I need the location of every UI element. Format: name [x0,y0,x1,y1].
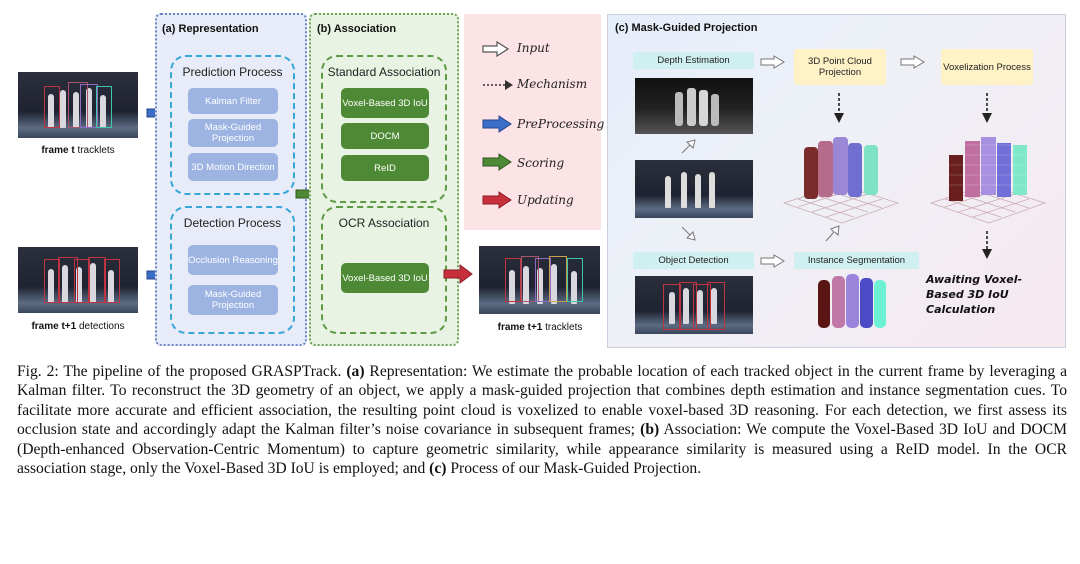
legend-input: Input [517,41,550,55]
standard-association-title: Standard Association [327,65,441,79]
depth-estimation-box: Depth Estimation [633,52,754,69]
representation-panel: (a) Representation Prediction Process Ka… [155,13,307,346]
input-arrow-icon [825,225,840,242]
detection-process-box: Detection Process Occlusion Reasoning Ma… [170,206,295,334]
point-cloud-box: 3D Point Cloud Projection [794,49,886,85]
ocr-association-box: OCR Association Voxel-Based 3D IoU [321,206,447,334]
prediction-process-title: Prediction Process [182,65,283,79]
detection-process-title: Detection Process [183,216,282,230]
mechanism-arrow-icon [982,93,992,123]
updating-arrow-icon [482,191,512,209]
frame-t-caption: frame t tracklets [41,145,115,156]
projection-title: (c) Mask-Guided Projection [615,22,758,34]
frame-output-image [479,246,600,314]
figure-caption: Fig. 2: The pipeline of the proposed GRA… [17,363,1067,478]
mechanism-arrow-icon [834,93,844,123]
ocr-association-title: OCR Association [338,216,430,230]
reid-box: ReID [341,155,429,181]
voxel-figure [929,137,1047,224]
voxelization-box: Voxelization Process [941,49,1033,85]
prediction-process-box: Prediction Process Kalman Filter Mask-Gu… [170,55,295,195]
depth-map-image [635,78,753,134]
mask-guided-projection-box: Mask-Guided Projection [188,285,278,315]
occlusion-reasoning-box: Occlusion Reasoning [188,245,278,275]
instance-segmentation-box: Instance Segmentation [794,252,919,269]
voxel-iou-box: Voxel-Based 3D IoU [341,88,429,118]
legend-preprocessing: PreProcessing [517,117,605,131]
frame-t1-caption: frame t+1 detections [31,321,125,332]
input-arrow-icon [760,55,785,69]
motion-direction-box: 3D Motion Direction [188,153,278,181]
preprocessing-arrow-icon [482,115,512,133]
frame-t-image [18,72,138,138]
input-arrow-icon [482,41,510,57]
legend-mechanism: Mechanism [517,77,588,91]
input-arrow-icon [760,254,785,268]
input-arrow-icon [900,55,925,69]
kalman-filter-box: Kalman Filter [188,88,278,114]
input-arrow-icon [681,226,696,241]
association-panel: (b) Association Standard Association Vox… [309,13,459,346]
mechanism-arrow-icon [982,231,992,259]
standard-association-box: Standard Association Voxel-Based 3D IoU … [321,55,447,203]
point-cloud-figure [782,137,900,224]
docm-box: DOCM [341,123,429,149]
voxel-iou-box: Voxel-Based 3D IoU [341,263,429,293]
legend-scoring: Scoring [517,156,565,170]
rgb-frame-image [635,160,753,218]
segmentation-figure [818,274,886,328]
representation-title: (a) Representation [162,23,259,35]
frame-t1-image [18,247,138,313]
scoring-arrow-icon [482,153,512,171]
arrow-red-icon [443,264,473,284]
object-detection-box: Object Detection [633,252,754,269]
awaiting-text: Awaiting Voxel-Based 3D IoU Calculation [926,273,1023,316]
input-arrow-icon [681,139,696,154]
association-title: (b) Association [317,23,397,35]
frame-output-caption: frame t+1 tracklets [497,322,583,333]
mechanism-arrow-icon [483,80,513,90]
detection-frame-image [635,276,753,334]
mask-guided-projection-box: Mask-Guided Projection [188,119,278,147]
legend-updating: Updating [517,193,574,207]
